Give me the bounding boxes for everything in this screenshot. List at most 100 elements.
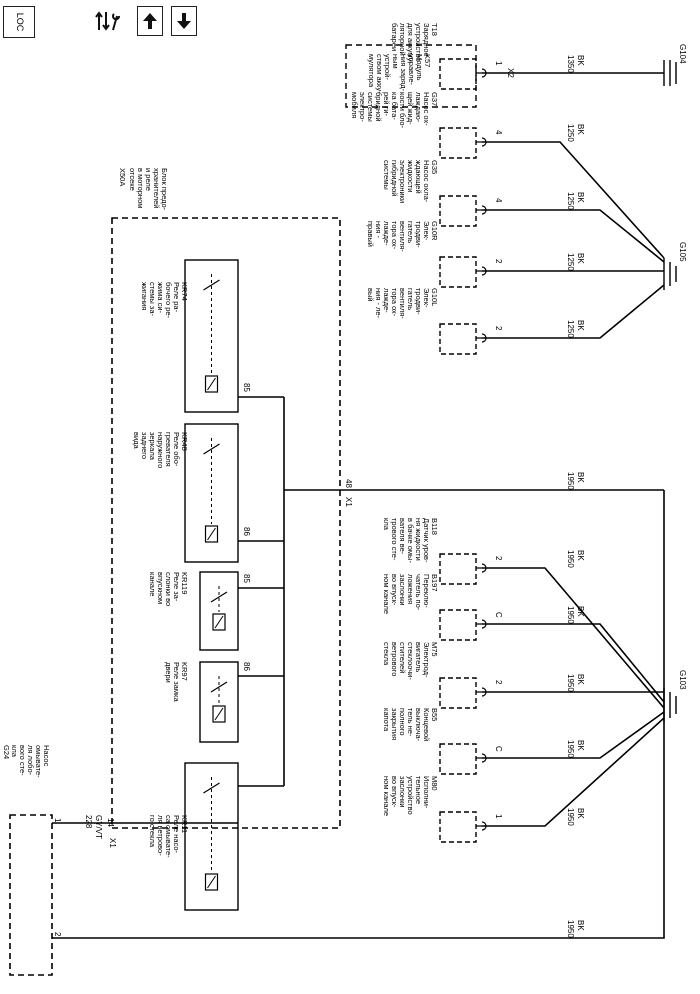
wire-m80 <box>482 717 665 827</box>
component-pin: 2 <box>494 680 503 685</box>
component-description: тель не- <box>406 708 415 737</box>
component-description: Насос ох- <box>422 92 431 126</box>
harness-description-line: и реле <box>144 168 153 191</box>
bottom-ground-wire <box>52 490 665 939</box>
harness-description-line: Блок предо- <box>160 168 169 211</box>
component-description: во впуск- <box>390 776 399 808</box>
component-id: G10R <box>430 221 439 241</box>
relay-housing <box>184 762 239 911</box>
wire-228-size: 228 <box>84 815 93 829</box>
relay-housing <box>184 259 239 413</box>
component-description: электроники <box>398 160 407 203</box>
component-outline <box>439 58 477 90</box>
component-description: ния - <box>374 221 383 238</box>
bottom-wire-color: BK <box>576 920 585 931</box>
relay-description: Реле замка <box>172 662 181 702</box>
location-button[interactable]: LOC <box>3 6 35 38</box>
relay-coil <box>204 375 219 393</box>
component-sub-description: управле- <box>407 54 416 86</box>
component-outline <box>439 811 477 843</box>
component-pin: 1 <box>494 814 503 819</box>
component-description: устройство <box>414 23 423 62</box>
component-sub-id: K57 <box>423 54 432 67</box>
relay-coil-diagonal <box>214 615 224 629</box>
relay-coil-diagonal <box>207 875 216 889</box>
component-outline <box>439 256 477 288</box>
harness-description-line: в моторном <box>136 168 145 208</box>
component-description: ветрового <box>390 642 399 676</box>
component-description: заслонки <box>398 574 407 606</box>
component-sub-description: мулятора <box>367 54 376 88</box>
component-outline <box>439 609 477 641</box>
relay-description: Реле ра- <box>172 282 181 313</box>
component-wire-color: BK <box>576 320 585 331</box>
component-description: Зарядное <box>422 23 431 57</box>
arrow-down-icon <box>177 13 191 29</box>
x2-connector-label: X2 <box>506 68 515 78</box>
relay-coil-diagonal <box>207 527 216 541</box>
component-description: мобиля <box>350 92 359 118</box>
component-description: Элек- <box>422 288 431 308</box>
wiring-tools-button[interactable] <box>93 6 123 36</box>
component-description: во впуск- <box>390 574 399 606</box>
component-description: выключа- <box>414 708 423 742</box>
component-wire-size: 1950 <box>566 740 575 758</box>
component-pin: 1 <box>494 61 503 66</box>
component-outline <box>439 677 477 709</box>
component-description: ложения <box>406 574 415 604</box>
component-outline <box>439 323 477 355</box>
component-description: Насос охла- <box>422 160 431 203</box>
component-description: батареи <box>390 23 399 51</box>
next-page-button[interactable] <box>171 6 197 36</box>
component-description: Исполни- <box>422 776 431 809</box>
component-description: электро- <box>358 92 367 122</box>
component-description: Элек- <box>422 221 431 241</box>
relay-description: ля ветрово- <box>156 815 165 856</box>
component-wire-color: BK <box>576 606 585 617</box>
harness-description-line: хранителей <box>152 168 161 208</box>
component-description: ляторной <box>398 23 407 56</box>
component-wire-color: BK <box>576 674 585 685</box>
relay-description: бочего ре- <box>164 282 173 319</box>
arrow-up-icon <box>143 13 157 29</box>
relay-housing <box>184 423 239 563</box>
pump-g24-description-line: омывате- <box>34 745 43 778</box>
component-id: T18 <box>430 23 439 36</box>
component-description: заслонки <box>398 776 407 808</box>
relay-description: зеркала <box>148 432 157 461</box>
component-description: кости бло- <box>398 92 407 129</box>
component-id: G10L <box>430 288 439 306</box>
component-outline <box>439 553 477 585</box>
component-wire-size: 1950 <box>566 808 575 826</box>
component-description: полного <box>398 708 407 736</box>
component-wire-color: BK <box>576 808 585 819</box>
component-sub-description: ным <box>391 54 400 69</box>
relay-description: Реле насо- <box>172 815 181 854</box>
arrows-wrench-icon <box>95 11 120 31</box>
previous-page-button[interactable] <box>137 6 163 36</box>
component-wire-size: 1250 <box>566 320 575 338</box>
relay-coil <box>212 613 226 631</box>
component-wire-color: BK <box>576 55 585 66</box>
relay-description: Реле обо- <box>172 432 181 467</box>
wire-g35 <box>482 209 665 263</box>
component-sub-description: ния заряд- <box>399 54 408 92</box>
x1-connector-label-1: X1 <box>108 838 117 848</box>
pump-g24-description-line: кла <box>10 745 19 758</box>
relay-description: стемы за- <box>148 282 157 317</box>
component-description: вентиля- <box>398 288 407 319</box>
component-description: системы <box>366 92 375 122</box>
component-pin: 4 <box>494 198 503 203</box>
location-label: LOC <box>15 13 25 32</box>
component-wire-color: BK <box>576 253 585 264</box>
diagram-structure <box>9 44 677 976</box>
component-description: ка бата- <box>390 92 399 120</box>
pump-g24-outline <box>9 814 53 976</box>
relay-housing <box>199 571 239 651</box>
component-wire-size: 1250 <box>566 124 575 142</box>
component-pin: C <box>494 746 503 752</box>
